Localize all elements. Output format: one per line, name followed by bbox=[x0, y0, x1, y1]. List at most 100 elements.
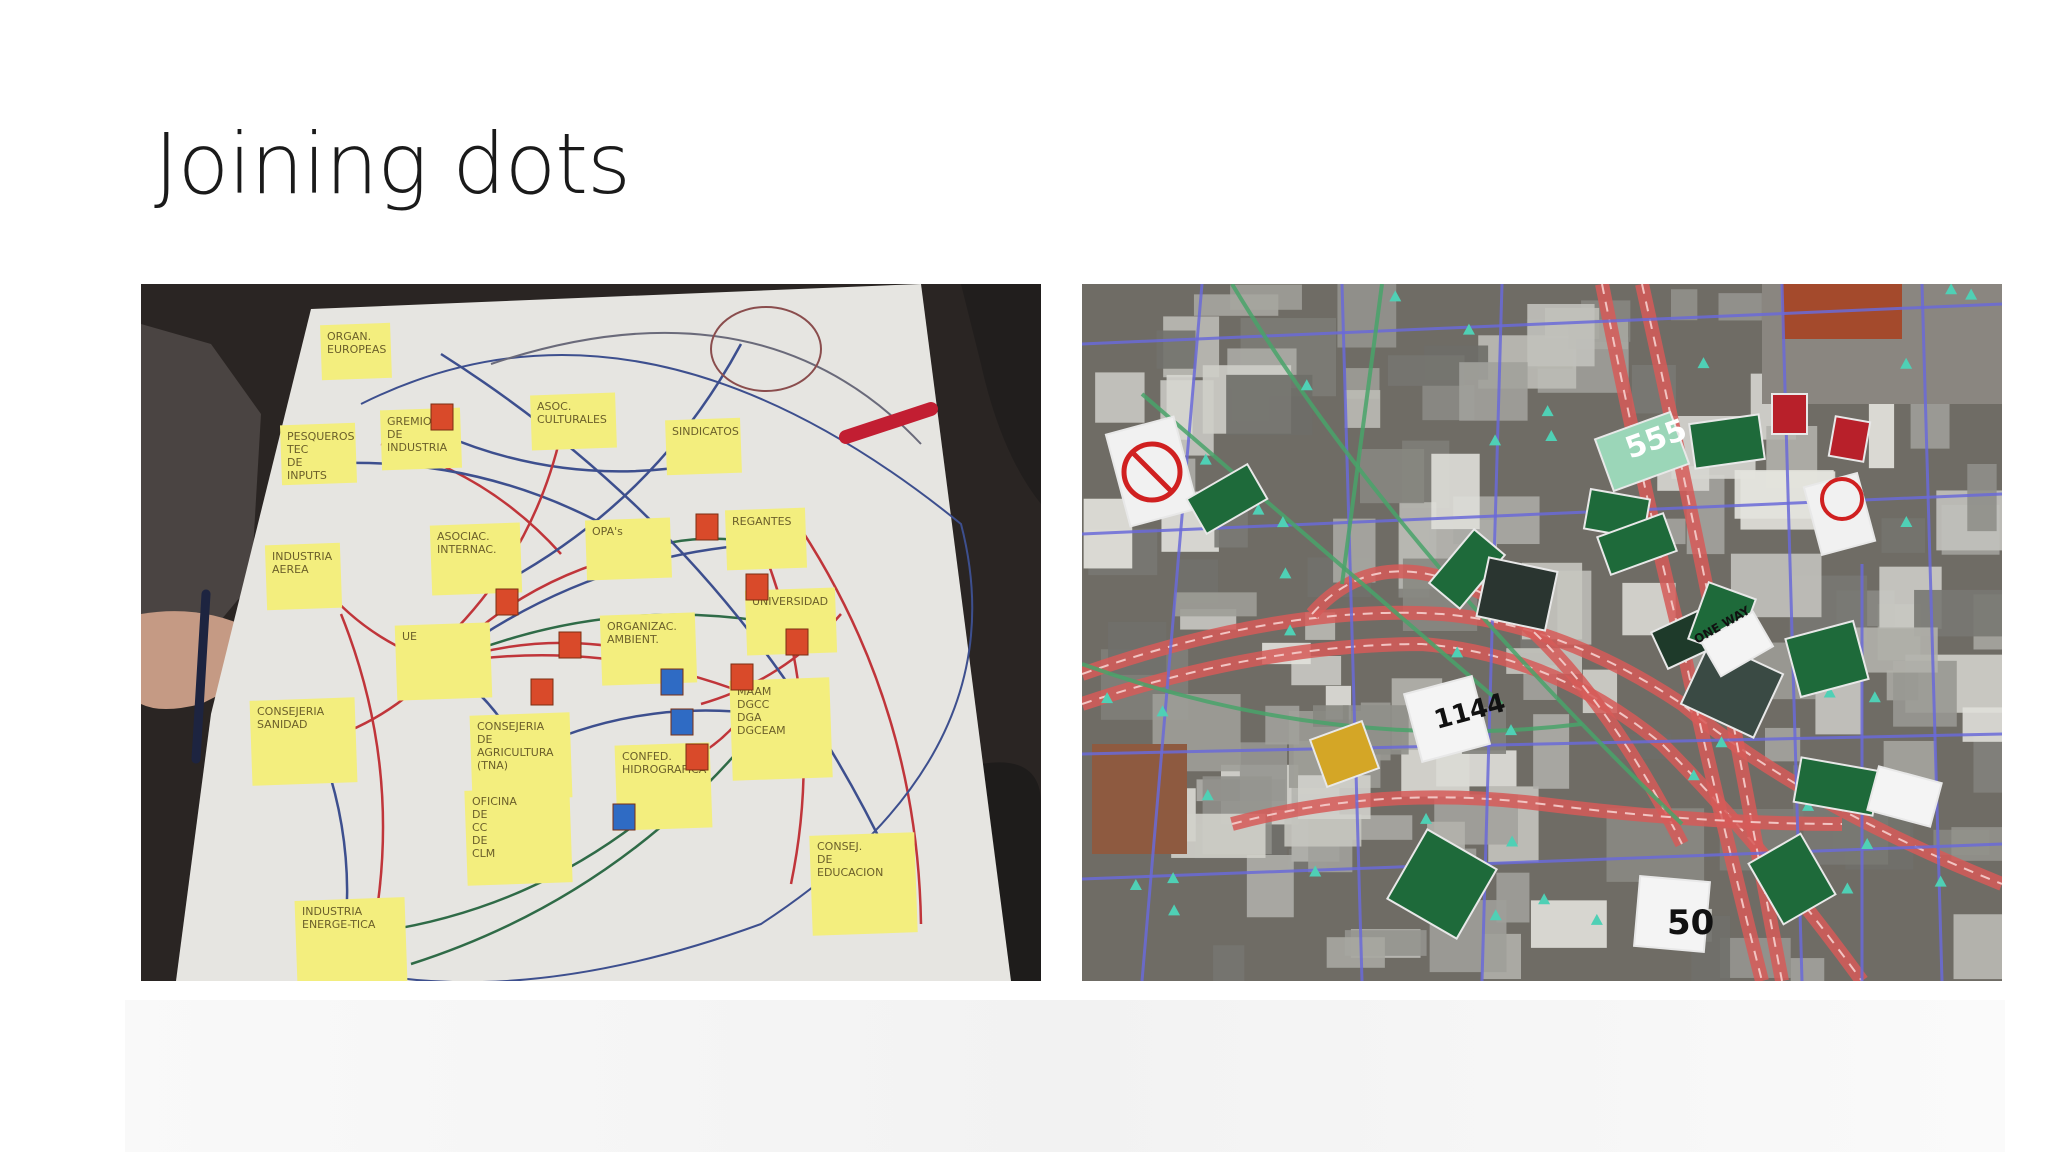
route-marker bbox=[1101, 692, 1114, 704]
sticky-note-text: ORGANIZAC. bbox=[607, 620, 677, 633]
game-piece bbox=[495, 588, 519, 616]
sticky-note: UNIVERSIDAD bbox=[744, 587, 838, 656]
road-sign bbox=[1308, 719, 1381, 789]
building bbox=[1962, 707, 2002, 742]
building bbox=[1226, 374, 1313, 435]
street-road bbox=[1082, 842, 2002, 881]
sticky-note-text: INDUSTRIA bbox=[302, 905, 363, 918]
building bbox=[1790, 958, 1825, 981]
route-marker bbox=[1156, 705, 1169, 717]
sticky-note-text: AGRICULTURA bbox=[477, 746, 554, 759]
road-sign bbox=[1688, 413, 1766, 470]
route-marker bbox=[1823, 686, 1836, 698]
road-sign bbox=[1185, 462, 1269, 536]
building bbox=[1967, 463, 1997, 532]
route-marker bbox=[1489, 909, 1502, 921]
building bbox=[1973, 732, 2002, 793]
lane-marking bbox=[1231, 796, 1843, 825]
sticky-note-text: EDUCACION bbox=[817, 866, 883, 879]
road-sign bbox=[1475, 556, 1559, 632]
road-sign bbox=[1866, 765, 1943, 828]
sticky-note-text: PESQUEROS bbox=[287, 430, 355, 443]
sticky-note-text: CULTURALES bbox=[537, 413, 607, 426]
sticky-note-text: ASOC. bbox=[537, 400, 571, 413]
sticky-note-text: GREMIOS bbox=[387, 415, 439, 428]
building bbox=[1174, 592, 1257, 617]
route-marker bbox=[1276, 516, 1289, 528]
route-marker bbox=[1538, 893, 1551, 905]
building bbox=[1868, 397, 1895, 469]
building bbox=[1527, 303, 1595, 367]
route-marker bbox=[1279, 567, 1292, 579]
building bbox=[1265, 705, 1300, 745]
sticky-note: REGANTES bbox=[724, 507, 808, 571]
route-marker bbox=[1168, 904, 1181, 916]
sticky-note-text: DGCC bbox=[737, 698, 770, 711]
route-marker bbox=[1590, 913, 1603, 925]
connector-road bbox=[1340, 284, 1384, 585]
route-marker bbox=[1900, 357, 1913, 369]
sticky-note-text: AEREA bbox=[272, 563, 309, 576]
connection-arrow bbox=[440, 352, 903, 885]
route-marker bbox=[1841, 882, 1854, 894]
road-sign bbox=[1784, 619, 1870, 699]
sticky-note: SINDICATOS bbox=[665, 417, 742, 476]
building bbox=[1095, 372, 1145, 423]
game-piece bbox=[612, 803, 636, 831]
game-piece bbox=[530, 678, 554, 706]
route-marker bbox=[1934, 875, 1947, 887]
route-marker bbox=[1545, 429, 1558, 441]
sticky-note: ASOCIAC.INTERNAC. bbox=[429, 522, 523, 596]
sticky-note-text: CLM bbox=[472, 847, 495, 860]
route-marker bbox=[1199, 453, 1212, 465]
game-piece bbox=[430, 403, 454, 431]
route-marker bbox=[1201, 789, 1214, 801]
sticky-note-text: DE bbox=[817, 853, 832, 866]
building bbox=[1387, 355, 1465, 386]
no-turn-icon bbox=[1121, 441, 1183, 503]
sticky-note-text: EUROPEAS bbox=[327, 343, 386, 356]
building bbox=[1852, 627, 1938, 673]
road-sign bbox=[1427, 527, 1507, 611]
sticky-note-text: CONSEJERIA bbox=[257, 705, 325, 718]
building bbox=[1193, 294, 1279, 316]
no-turn-icon-slash bbox=[1130, 450, 1174, 494]
sticky-note-text: ASOCIAC. bbox=[437, 530, 490, 543]
no-turn-icon bbox=[1820, 477, 1864, 521]
sticky-note-text: TEC bbox=[286, 443, 309, 456]
route-marker bbox=[1900, 515, 1913, 527]
road-sign bbox=[1827, 415, 1872, 463]
route-marker bbox=[1462, 323, 1475, 335]
sticky-note-text: OPA's bbox=[592, 525, 623, 538]
road-sign bbox=[1632, 874, 1712, 954]
road-sign-text: 50 bbox=[1667, 903, 1714, 943]
game-piece bbox=[660, 668, 684, 696]
connector-road bbox=[1230, 284, 1684, 826]
connection-arrow bbox=[490, 331, 922, 445]
street-road bbox=[1340, 284, 1364, 981]
game-piece bbox=[695, 513, 719, 541]
road-sign bbox=[1771, 393, 1808, 435]
sticky-note-text: INPUTS bbox=[287, 469, 327, 482]
game-piece bbox=[670, 708, 694, 736]
sticky-note: ORGANIZAC.AMBIENT. bbox=[599, 612, 698, 686]
sticky-note-text: SINDICATOS bbox=[672, 425, 739, 438]
route-marker bbox=[1965, 288, 1978, 300]
sticky-note: ORGAN.EUROPEAS bbox=[320, 322, 392, 381]
sticky-note-text: INDUSTRIA bbox=[387, 441, 448, 454]
connector-road bbox=[1140, 392, 1504, 706]
sticky-note-text: ENERGE-TICA bbox=[302, 918, 376, 931]
route-marker bbox=[1309, 865, 1322, 877]
sticky-note-text: DE bbox=[472, 808, 487, 821]
route-marker bbox=[1420, 812, 1433, 824]
connection-arrow bbox=[360, 354, 974, 981]
sticky-note-text: CONFED. bbox=[622, 750, 672, 763]
